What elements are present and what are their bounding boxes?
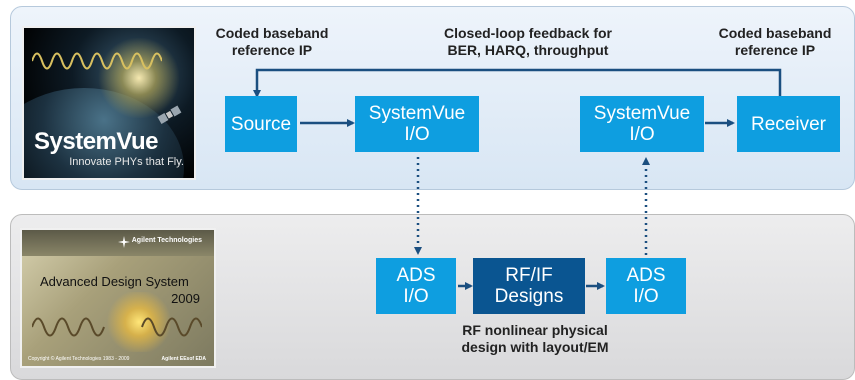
systemvue-logo-name: SystemVue (34, 128, 159, 155)
ads-logo-copyright: Copyright © Agilent Technologies 1983 - … (28, 356, 130, 362)
waveform-icon (32, 52, 162, 70)
waveform-icon (32, 317, 202, 337)
feedback-loop-arrow (253, 68, 782, 98)
systemvue-logo: SystemVue Innovate PHYs that Fly. (22, 26, 196, 180)
ads-logo-footer: Agilent EEsof EDA (161, 356, 206, 362)
ads-logo-year: 2009 (171, 291, 200, 306)
sun-glow (84, 38, 194, 118)
sun-glow (104, 292, 174, 352)
agilent-band (22, 230, 214, 256)
agilent-spark-icon (118, 236, 130, 248)
satellite-icon (157, 105, 182, 124)
connectors (253, 68, 782, 290)
source-box: Source (225, 96, 297, 152)
systemvue-logo-tagline: Innovate PHYs that Fly. (69, 156, 184, 168)
ads-logo-title: Advanced Design System (40, 274, 189, 289)
ads-logo-brand: Agilent Technologies (131, 237, 202, 244)
ads-logo: Agilent Technologies Advanced Design Sys… (20, 228, 216, 368)
receiver-box: Receiver (737, 96, 840, 152)
